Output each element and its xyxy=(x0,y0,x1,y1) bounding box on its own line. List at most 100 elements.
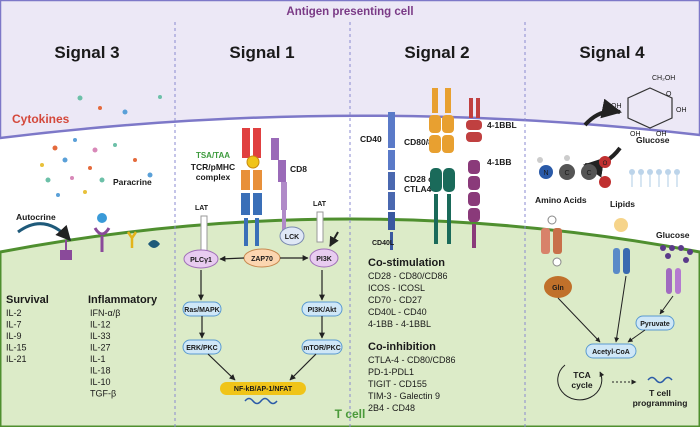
amino-acid-icon: N C C O xyxy=(537,155,611,188)
coinhib-title: Co-inhibition xyxy=(368,341,436,353)
oh-label-c: OH xyxy=(630,131,641,138)
dna-icon-s4 xyxy=(647,376,673,384)
costim-item: CD28 - CD80/CD86 xyxy=(368,271,448,281)
paracrine-label: Paracrine xyxy=(113,177,152,187)
lat-left xyxy=(200,215,208,253)
erk-pkc-node xyxy=(182,339,222,355)
inflammatory-item: IL-27 xyxy=(90,343,111,353)
glucose-top-label: Glucose xyxy=(636,135,670,145)
o-ring-label: O xyxy=(666,91,672,98)
coinhib-item: PD-1-PDL1 xyxy=(368,367,414,377)
oh-label-a: OH xyxy=(611,103,622,110)
tca-label-1: TCA xyxy=(573,370,590,380)
atom-c2: C xyxy=(586,170,591,177)
mtor-pkc-label: mTOR/PKC xyxy=(303,345,341,352)
autocrine-arrow xyxy=(17,222,72,242)
glucose-transporter xyxy=(666,268,681,294)
tcr-label-1: TCR/pMHC xyxy=(191,162,235,172)
gln-node xyxy=(544,276,572,298)
cd28-ctla4-label-1: CD28 or xyxy=(404,174,437,184)
nfkb-label: NF-kB/AP-1/NFAT xyxy=(234,386,293,393)
cd8-label: CD8 xyxy=(290,164,307,174)
costim-item: ICOS - ICOSL xyxy=(368,283,425,293)
ras-mapk-label: Ras/MAPK xyxy=(184,307,219,314)
survival-item: IL-15 xyxy=(6,343,27,353)
survival-item: IL-21 xyxy=(6,354,27,364)
pi3k-label: PI3K xyxy=(316,256,332,263)
coinhib-item: 2B4 - CD48 xyxy=(368,403,415,413)
coinhib-item: TIM-3 - Galectin 9 xyxy=(368,391,440,401)
tcr-label-2: complex xyxy=(196,172,231,182)
lipids-label: Lipids xyxy=(610,199,635,209)
41bbl-41bb-pair xyxy=(466,98,482,248)
glucose-right-label: Glucose xyxy=(656,230,690,240)
cd28-ctla4-receptor xyxy=(430,168,455,244)
amino-acid-transporter xyxy=(541,215,562,267)
gln-to-acetyl-arrow xyxy=(557,297,601,343)
lat-left-label: LAT xyxy=(195,205,209,212)
dna-icon-s1 xyxy=(244,397,278,405)
pi3k-akt-label: PI3K/Akt xyxy=(308,307,337,314)
inflammatory-item: IFN-α/β xyxy=(90,308,120,318)
gln-label: Gln xyxy=(552,285,564,292)
ch2oh-label: CH₂OH xyxy=(652,75,675,82)
survival-item: IL-2 xyxy=(6,308,22,318)
cd40-label: CD40 xyxy=(360,134,382,144)
apc-label: Antigen presenting cell xyxy=(286,6,413,18)
costim-item: CD40L - CD40 xyxy=(368,307,427,317)
mtor-pkc-node xyxy=(301,339,343,355)
lck-label: LCK xyxy=(285,234,299,241)
coinhib-item: CTLA-4 - CD80/CD86 xyxy=(368,355,456,365)
atom-c1: C xyxy=(564,170,569,177)
cd40-cd40l-pair xyxy=(388,112,395,250)
atom-n: N xyxy=(543,170,548,177)
tcr-pmhc-complex xyxy=(241,128,262,246)
zap70-label: ZAP70 xyxy=(251,256,273,263)
costim-item: CD70 - CD27 xyxy=(368,295,422,305)
signal-1-title: Signal 1 xyxy=(229,43,294,62)
signal-2-title: Signal 2 xyxy=(404,43,469,62)
atom-o: O xyxy=(603,161,608,167)
inflammatory-title: Inflammatory xyxy=(88,294,158,306)
signal-3-title: Signal 3 xyxy=(54,43,119,62)
acetyl-coa-node xyxy=(585,343,637,359)
acetyl-coa-label: Acetyl-CoA xyxy=(592,349,630,356)
cd80-86-label: CD80/86 xyxy=(404,137,438,147)
plcg1-label: PLCγ1 xyxy=(190,257,212,264)
inflammatory-item: IL-12 xyxy=(90,320,111,330)
zap-to-plc-arrow xyxy=(219,255,245,262)
cd80-86-ligand xyxy=(429,88,454,153)
cycle-arrow-top xyxy=(583,98,622,127)
inflammatory-item: IL-10 xyxy=(90,377,111,387)
inflammatory-list: IFN-α/βIL-12IL-33IL-27IL-1IL-18IL-10TGF-… xyxy=(90,308,120,399)
erk-pkc-label: ERK/PKC xyxy=(186,345,218,352)
signal-4-title: Signal 4 xyxy=(579,43,645,62)
lipid-transporter xyxy=(613,248,630,274)
inflammatory-item: IL-18 xyxy=(90,366,111,376)
lat-right xyxy=(316,211,324,243)
autocrine-label: Autocrine xyxy=(16,212,56,222)
pi3k-activation-arrow xyxy=(329,231,339,247)
survival-item: IL-7 xyxy=(6,320,22,330)
pyruvate-to-acetyl-arrow xyxy=(627,329,646,343)
41bb-label: 4-1BB xyxy=(487,157,512,167)
mtor-to-nfkb-arrow xyxy=(289,353,317,381)
lat-right-label: LAT xyxy=(313,201,327,208)
cd28-ctla4-label-2: CTLA4 xyxy=(404,184,432,194)
oh-label-b: OH xyxy=(676,107,687,114)
glucose-dots-icon xyxy=(660,245,693,263)
coinhib-item: TIGIT - CD155 xyxy=(368,379,427,389)
oh-label-d: OH xyxy=(656,131,667,138)
nfkb-node xyxy=(220,382,306,395)
lipid-droplet-icon xyxy=(614,218,628,232)
tprog-label-1: T cell xyxy=(649,388,671,398)
tprog-label-2: programming xyxy=(633,398,688,408)
lipid-membrane-icon xyxy=(629,169,680,187)
amino-acids-label: Amino Acids xyxy=(535,195,587,205)
pi3k-node xyxy=(309,248,339,268)
cytokine-receptors xyxy=(60,213,160,260)
